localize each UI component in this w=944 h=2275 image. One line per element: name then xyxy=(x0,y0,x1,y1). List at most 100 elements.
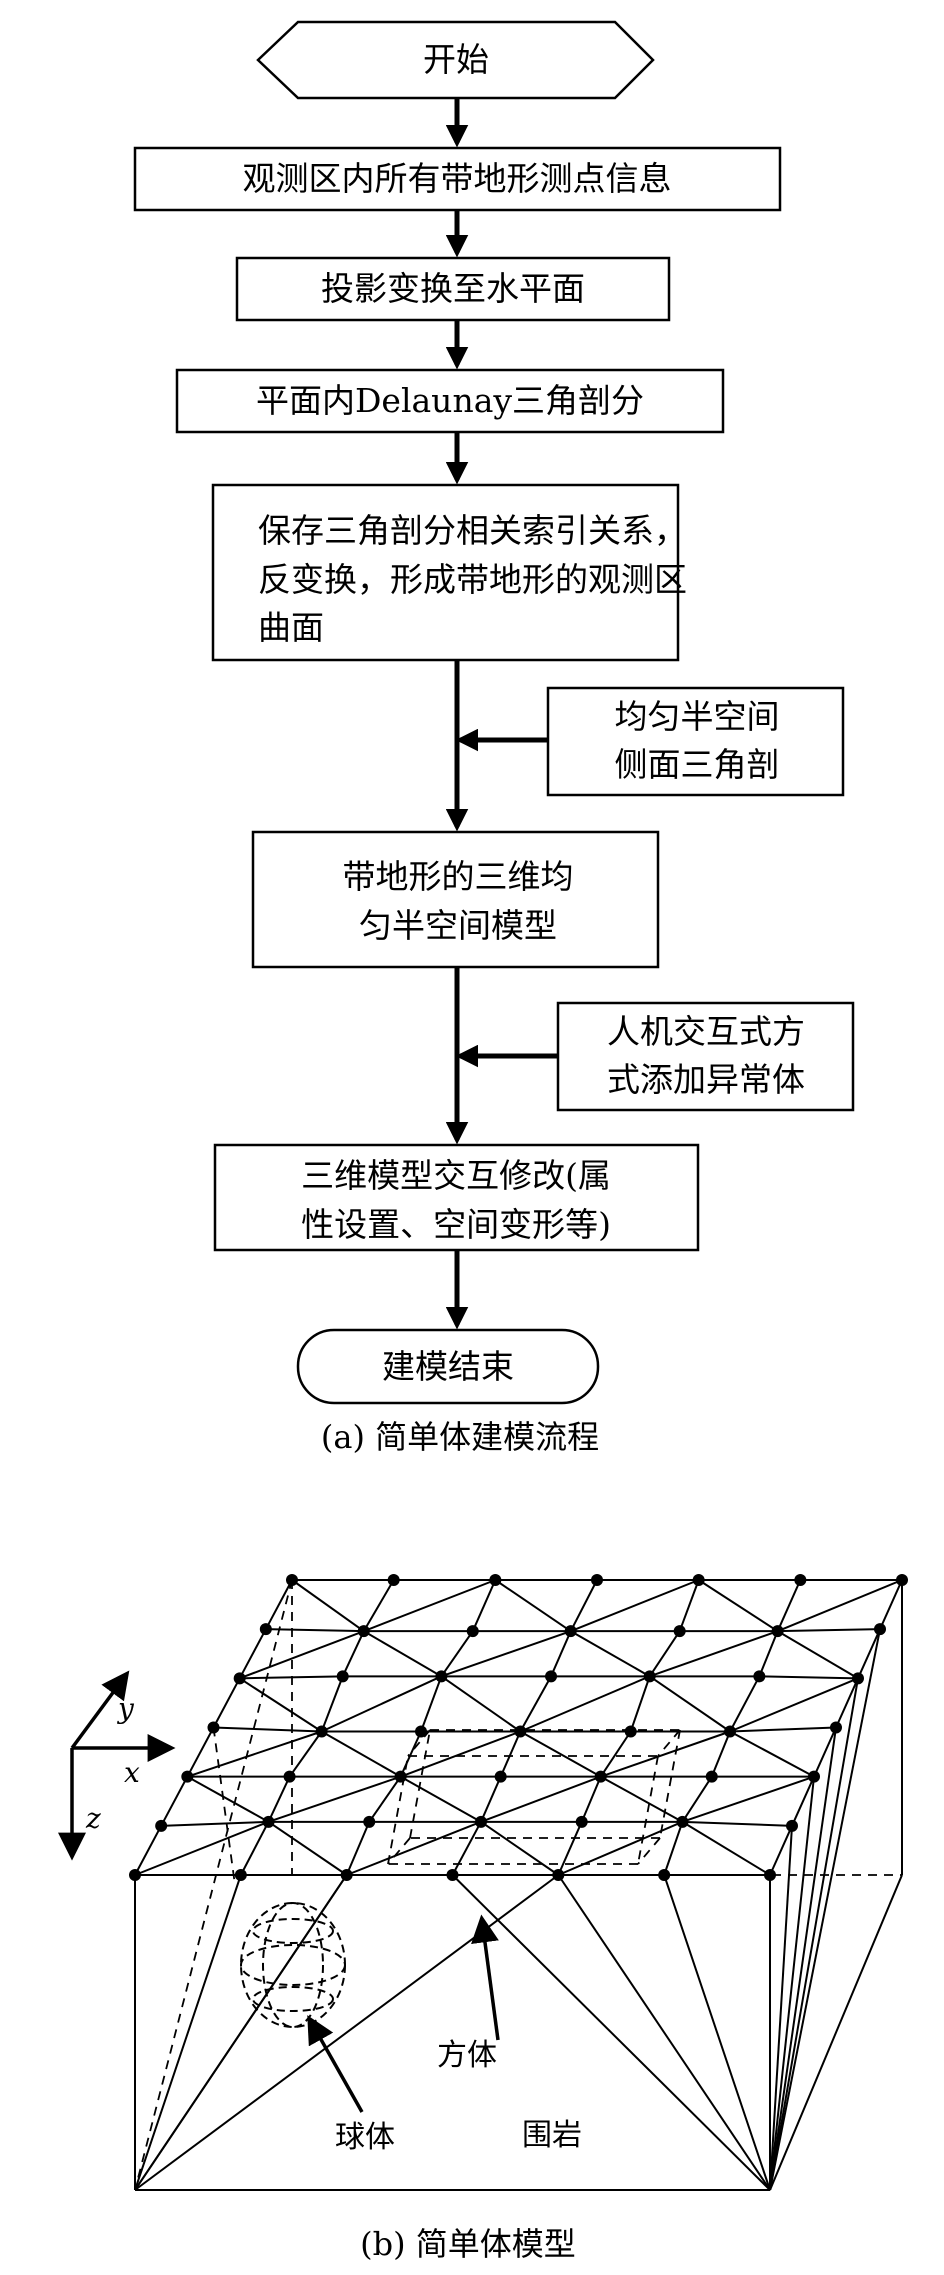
mesh-node xyxy=(234,1869,247,1881)
mesh-diagonal xyxy=(681,1820,771,1876)
flowchart: 开始 观测区内所有带地形测点信息 投影变换至水平面 平面内Delaunay三角剖… xyxy=(133,20,855,1456)
mesh-edge xyxy=(134,1825,163,1876)
mesh-node xyxy=(514,1725,527,1738)
mesh-diagonal xyxy=(777,1630,859,1680)
mesh-diagonal xyxy=(134,1820,269,1876)
side2-box xyxy=(556,1001,855,1112)
step4-line2: 反变换，形成带地形的观测区 xyxy=(258,560,687,599)
mesh-edge xyxy=(212,1677,241,1728)
mesh-edge xyxy=(879,1579,903,1630)
cube-edge xyxy=(387,1837,411,1865)
mesh-diagonal xyxy=(777,1579,903,1633)
mesh-diagonal xyxy=(600,1775,683,1823)
mesh-node xyxy=(435,1670,448,1683)
mesh-edge xyxy=(663,1821,684,1876)
mesh-edge xyxy=(678,1579,700,1632)
mesh-node xyxy=(594,1770,607,1783)
front-face-edge xyxy=(451,1874,771,2191)
side-face-edge xyxy=(769,1825,793,2191)
mesh-node xyxy=(830,1721,842,1734)
side-bottom-edge xyxy=(769,1874,903,2191)
mesh-node xyxy=(181,1770,194,1783)
side1-box xyxy=(546,686,845,797)
caption-a: (a) 简单体建模流程 xyxy=(321,1418,599,1456)
mesh-diagonal xyxy=(440,1675,521,1733)
side1-line2: 侧面三角剖 xyxy=(615,745,780,784)
mesh-node xyxy=(676,1815,689,1828)
cube-label: 方体 xyxy=(437,2038,497,2073)
mesh-node xyxy=(575,1815,588,1828)
sphere-meridian xyxy=(262,1902,324,2028)
mesh-diagonal xyxy=(698,1579,779,1633)
mesh-node xyxy=(564,1625,577,1638)
axis-x-label: x xyxy=(124,1756,140,1789)
mesh-node xyxy=(155,1819,168,1832)
mesh-diagonal xyxy=(346,1820,482,1876)
mesh-edge xyxy=(320,1675,344,1732)
mesh-diagonal xyxy=(400,1775,482,1823)
sphere-equator xyxy=(240,1944,346,1986)
step5-line1: 带地形的三维均 xyxy=(343,857,574,896)
front-face-edge xyxy=(557,1874,771,2191)
step6-box xyxy=(213,1143,700,1252)
mesh-edge xyxy=(791,1776,815,1827)
mesh-edge xyxy=(759,1675,859,1680)
cube-edge xyxy=(409,1729,431,1839)
mesh-diagonal xyxy=(186,1775,269,1823)
mesh-node xyxy=(673,1625,686,1638)
model-3d: y x z 方体 球体 围岩 (b) 简单体模型 xyxy=(58,1574,908,2263)
side-face-edge xyxy=(769,1678,859,2191)
mesh-node xyxy=(233,1672,246,1685)
mesh-diagonal xyxy=(570,1630,651,1678)
mesh-diagonal xyxy=(267,1821,348,1876)
mesh-diagonal xyxy=(557,1820,683,1876)
front-face-edge xyxy=(134,1874,242,2191)
mesh-diagonal xyxy=(519,1675,651,1733)
sphere-label: 球体 xyxy=(335,2120,395,2155)
mesh-diagonal xyxy=(649,1675,731,1733)
mesh-node xyxy=(387,1574,400,1586)
mesh-node xyxy=(315,1725,328,1738)
mesh-diagonal xyxy=(729,1677,859,1733)
mesh-edge xyxy=(629,1676,651,1732)
mesh-edge xyxy=(648,1630,681,1677)
mesh-node xyxy=(129,1869,141,1881)
step6-line2: 性设置、空间变形等) xyxy=(301,1205,611,1244)
cube-pointer xyxy=(471,1914,500,2041)
mesh-diagonal xyxy=(321,1675,442,1733)
mesh-diagonal xyxy=(600,1730,731,1778)
mesh-node xyxy=(474,1815,487,1828)
mesh-diagonal xyxy=(649,1630,778,1678)
mesh-nodes xyxy=(129,1574,908,1881)
mesh-diagonal xyxy=(400,1730,521,1778)
mesh-edge xyxy=(471,1579,497,1632)
side2-line1: 人机交互式方 xyxy=(607,1012,805,1051)
mesh-node xyxy=(794,1574,807,1586)
mesh-diagonal xyxy=(570,1579,700,1633)
end-node xyxy=(296,1328,600,1405)
mesh-node xyxy=(357,1625,370,1638)
mesh-node xyxy=(283,1770,296,1783)
mesh-node xyxy=(363,1815,376,1828)
mesh-edge xyxy=(729,1675,761,1732)
mesh-diagonal xyxy=(268,1775,401,1823)
mesh-edge xyxy=(599,1730,632,1778)
cube-edge xyxy=(407,1729,431,1757)
mesh-edge xyxy=(769,1825,793,1876)
cube-edge xyxy=(637,1755,659,1865)
mesh-edge xyxy=(580,1776,602,1823)
mesh-node xyxy=(896,1574,908,1586)
mesh-edge xyxy=(681,1776,713,1823)
mesh-diagonal xyxy=(494,1579,572,1632)
mesh-node xyxy=(259,1623,272,1636)
mesh-diagonal xyxy=(519,1730,602,1778)
mesh-node xyxy=(545,1670,558,1683)
mesh-edge xyxy=(569,1579,598,1632)
end-label: 建模结束 xyxy=(382,1347,514,1386)
mesh-node xyxy=(207,1721,220,1734)
mesh-node xyxy=(692,1574,705,1586)
mesh-edge xyxy=(557,1821,583,1876)
mesh-edge xyxy=(362,1579,395,1632)
mesh-diagonal xyxy=(480,1775,602,1823)
step1-box xyxy=(133,146,782,212)
